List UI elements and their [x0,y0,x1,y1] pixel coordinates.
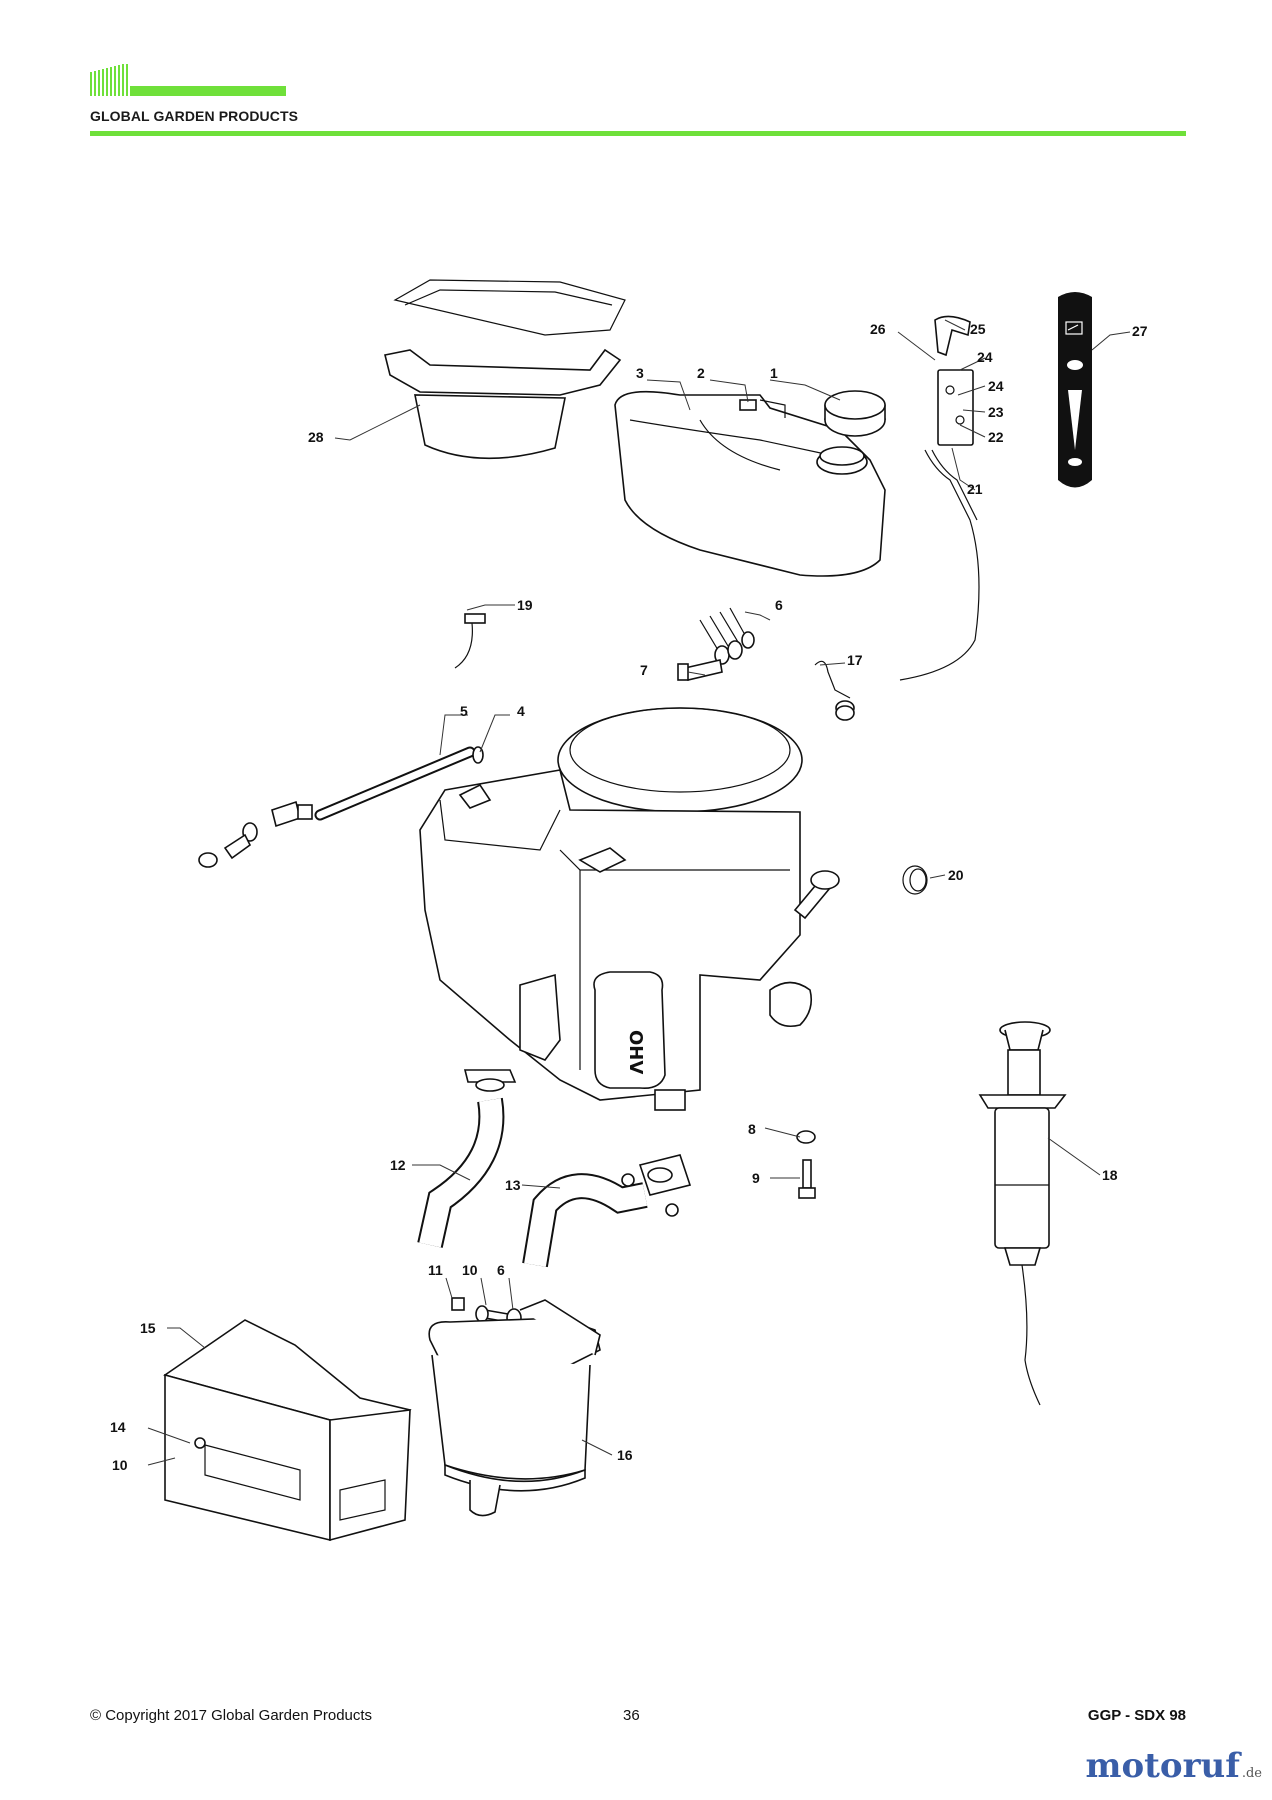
watermark-tld: .de [1241,1766,1262,1781]
callout-17: 17 [847,652,863,668]
ggp-logo-icon [90,64,286,96]
callout-8: 8 [748,1121,756,1137]
watermark-name-part1: motor [1085,1746,1201,1786]
watermark-name-part2: uf [1200,1746,1240,1786]
engine-block: OHV [419,707,840,1111]
callout-2: 2 [697,365,705,381]
callout-16: 16 [617,1447,633,1463]
callout-3: 3 [636,365,644,381]
callout-27: 27 [1132,323,1148,339]
part-20-clamp [902,865,928,895]
page-header: GLOBAL GARDEN PRODUCTS [90,64,1186,136]
part-13-exhaust-pipe [522,1154,692,1268]
callout-24-upper: 24 [977,349,993,365]
callout-6-upper: 6 [775,597,783,613]
callout-12: 12 [390,1157,406,1173]
part-1-fuel-cap [824,390,886,437]
footer-copyright: © Copyright 2017 Global Garden Products [90,1707,373,1724]
part-3-fuel-tank [614,390,886,577]
part-17-spring [814,660,855,721]
callout-10-upper: 10 [462,1262,478,1278]
callout-7: 7 [640,662,648,678]
callout-24-lower: 24 [988,378,1004,394]
callout-9: 9 [752,1170,760,1186]
callout-10-lower: 10 [112,1457,128,1473]
callout-21: 21 [967,481,983,497]
header-divider [90,131,1186,136]
callout-15: 15 [140,1320,156,1336]
brand-name: GLOBAL GARDEN PRODUCTS [90,108,299,124]
callout-23: 23 [988,404,1004,420]
part-5-fuel-line [198,746,484,868]
callout-26: 26 [870,321,886,337]
footer-page-number: 36 [623,1707,640,1724]
callout-25: 25 [970,321,986,337]
part-28-shroud [384,279,626,460]
engine-ohv-label: OHV [625,1030,646,1074]
callout-6-lower: 6 [497,1262,505,1278]
callout-13: 13 [505,1177,521,1193]
part-12-exhaust-pipe [417,1069,517,1248]
part-15-heat-shield [163,1319,412,1542]
callout-labels: 1 2 3 4 5 6 6 7 8 9 10 10 11 12 13 14 15… [110,321,1148,1473]
part-8-9-nut-bolt [796,1130,816,1199]
callout-18: 18 [1102,1167,1118,1183]
callout-14: 14 [110,1419,126,1435]
callout-19: 19 [517,597,533,613]
footer-model: GGP - SDX 98 [1087,1707,1186,1724]
part-19-clip [454,613,486,669]
part-16-muffler [428,1299,601,1517]
callout-22: 22 [988,429,1004,445]
callout-11: 11 [428,1262,443,1278]
callout-28: 28 [308,429,324,445]
callout-4: 4 [517,703,525,719]
part-18-oil-pump [978,1021,1067,1406]
callout-1: 1 [770,365,778,381]
callout-20: 20 [948,867,964,883]
watermark-logo: motoruf.de [1086,1746,1262,1786]
part-21-throttle-control [899,315,980,681]
leader-lines [147,319,1131,1466]
part-6-7-washers-bolt [677,607,755,681]
part-27-throttle-decal [1058,292,1092,488]
callout-5: 5 [460,703,468,719]
